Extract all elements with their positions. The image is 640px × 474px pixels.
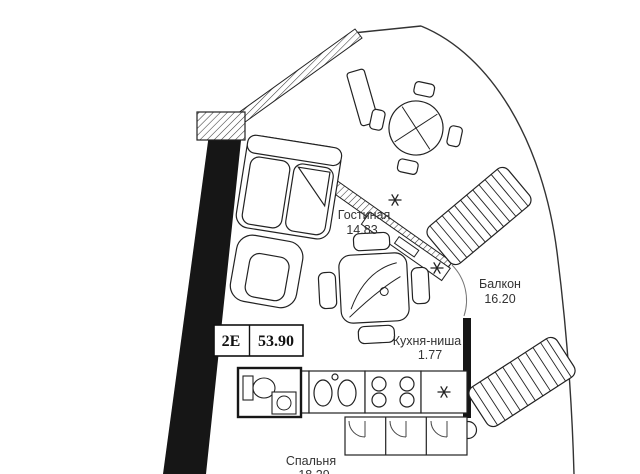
dining-chair xyxy=(317,271,338,310)
cabinet-door-symbols xyxy=(348,420,448,438)
top-diagonal-wall xyxy=(233,28,363,126)
tv-unit xyxy=(393,235,420,258)
unit-type-label: 2Е xyxy=(222,333,241,350)
washing-machine xyxy=(271,391,297,415)
facade-curved-wall xyxy=(420,25,575,474)
sink-basin xyxy=(337,379,357,407)
kitchen-counter xyxy=(300,370,468,414)
room-area-bedroom: 18.29 xyxy=(298,468,329,474)
tv-sideboard xyxy=(360,211,451,282)
dining-chair xyxy=(352,231,391,252)
table-detail xyxy=(394,113,438,143)
sofa xyxy=(235,134,343,240)
room-area-living: 14.83 xyxy=(346,223,377,237)
room-area-kitchen: 1.77 xyxy=(418,348,442,362)
room-name-living: Гостиная xyxy=(338,208,390,222)
unit-total-area: 53.90 xyxy=(258,333,294,350)
sun-lounger-lower xyxy=(468,336,576,428)
sofa-blanket-fold xyxy=(297,166,331,208)
lounger-frame xyxy=(426,166,532,266)
kitchen-side-wall xyxy=(463,318,471,418)
toilet-bowl xyxy=(252,377,276,399)
lounger-frame xyxy=(468,336,576,428)
snowflake-icon xyxy=(388,194,402,206)
top-wall-line xyxy=(352,25,422,34)
balcony-chair xyxy=(369,108,386,131)
dining-table xyxy=(338,252,410,324)
room-name-kitchen: Кухня-ниша xyxy=(393,334,462,348)
sun-lounger-upper xyxy=(426,166,532,266)
balcony-chair xyxy=(413,81,436,98)
balcony-chair xyxy=(396,158,419,175)
bathroom xyxy=(236,366,303,419)
balcony-door-swing xyxy=(451,264,468,317)
counter-end-panel xyxy=(300,370,310,414)
armchair xyxy=(229,234,304,309)
room-name-balcony: Балкон xyxy=(479,277,521,291)
unit-box-frame xyxy=(213,324,304,357)
left-diagonal-wall xyxy=(163,112,244,474)
sink-basin xyxy=(313,379,333,407)
table-grain xyxy=(349,276,401,318)
table-grain xyxy=(350,262,397,310)
dining-chair xyxy=(410,266,431,305)
stove-burner xyxy=(371,392,387,408)
lounger-slats xyxy=(429,169,529,263)
corner-wall-block xyxy=(196,111,246,141)
armchair-cushion xyxy=(244,252,290,302)
unit-label-box: 2Е 53.90 xyxy=(213,324,304,357)
washing-machine-drum xyxy=(276,395,292,411)
dining-chair xyxy=(357,324,396,345)
stove-burner xyxy=(399,392,415,408)
balcony-table-set xyxy=(369,81,463,175)
table-grain xyxy=(379,286,389,296)
room-labels: Гостиная 14.83 Балкон 16.20 Кухня-ниша 1… xyxy=(286,208,521,474)
sink-faucet xyxy=(331,373,339,381)
kitchen-cabinets xyxy=(344,416,468,456)
stove-burner xyxy=(399,376,415,392)
toilet-tank xyxy=(242,375,254,401)
sofa-cushion xyxy=(241,156,291,229)
room-name-bedroom: Спальня xyxy=(286,454,336,468)
dining-set xyxy=(317,231,431,345)
lounger-slats xyxy=(472,338,572,426)
sofa-back xyxy=(246,134,343,167)
room-area-balcony: 16.20 xyxy=(484,292,515,306)
balcony-chair xyxy=(446,125,463,148)
stove-burner xyxy=(371,376,387,392)
stove-unit xyxy=(364,370,422,414)
